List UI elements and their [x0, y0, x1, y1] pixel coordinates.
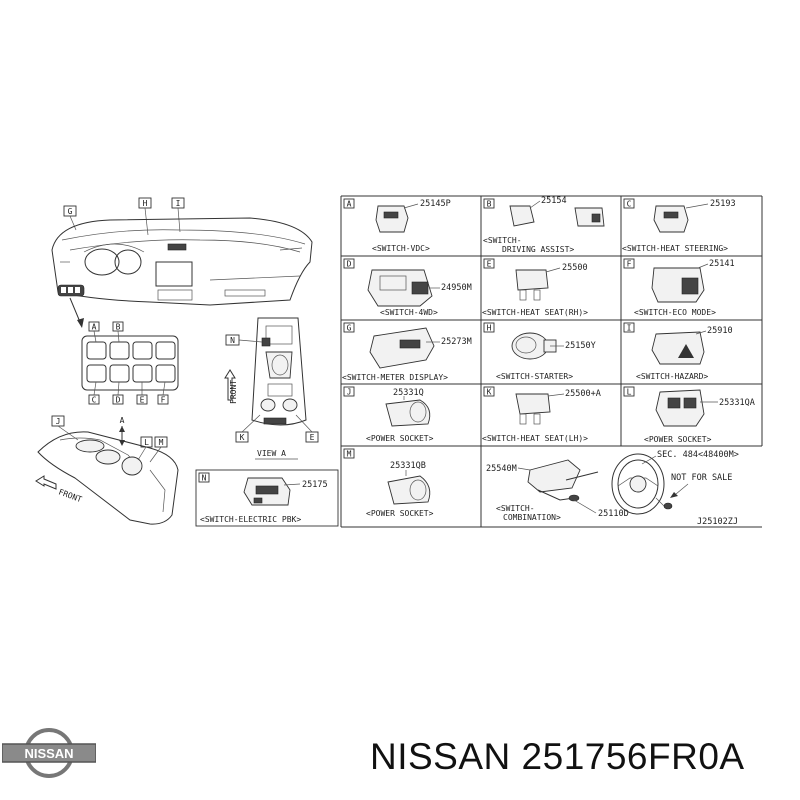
floor-console: J L M A FRONT — [35, 415, 179, 525]
svg-text:<SWITCH-HAZARD>: <SWITCH-HAZARD> — [636, 372, 708, 381]
parts-grid-lines — [340, 195, 763, 528]
svg-text:B: B — [487, 200, 492, 209]
cell-n: N 25175 <SWITCH-ELECTRIC PBK> — [195, 469, 339, 527]
svg-text:25154: 25154 — [541, 196, 567, 206]
cell-f: F 25141 <SWITCH-ECO MODE> — [623, 258, 735, 317]
svg-text:M: M — [347, 450, 352, 459]
svg-text:25175: 25175 — [302, 480, 328, 490]
svg-text:COMBINATION>: COMBINATION> — [503, 513, 561, 522]
svg-text:25500: 25500 — [562, 263, 588, 273]
svg-text:25193: 25193 — [710, 199, 736, 209]
svg-text:E: E — [487, 260, 492, 269]
cell-i: I 25910 <SWITCH-HAZARD> — [623, 322, 733, 381]
svg-text:25500+A: 25500+A — [565, 389, 601, 399]
svg-text:<SWITCH-METER DISPLAY>: <SWITCH-METER DISPLAY> — [342, 373, 448, 382]
cell-l: L 25331QA <POWER SOCKET> — [623, 386, 755, 444]
svg-text:<SWITCH-ECO MODE>: <SWITCH-ECO MODE> — [634, 308, 716, 317]
diagram-code: J25102ZJ — [697, 517, 738, 527]
svg-text:<POWER SOCKET>: <POWER SOCKET> — [644, 435, 712, 444]
svg-text:25331Q: 25331Q — [393, 388, 424, 398]
cell-a: A 25145P <SWITCH-VDC> — [343, 198, 451, 253]
cell-d: D 24950M <SWITCH-4WD> — [343, 258, 472, 317]
svg-text:H: H — [487, 324, 492, 333]
cell-b: B 25154 <SWITCH- DRIVING ASSIST> — [483, 196, 605, 254]
svg-text:D: D — [347, 260, 352, 269]
svg-text:J: J — [347, 388, 352, 397]
console-front-label: FRONT — [229, 380, 238, 404]
svg-text:G: G — [347, 324, 352, 333]
svg-text:I: I — [627, 324, 632, 333]
callout-n: N — [230, 336, 235, 345]
cell-combination: 25540M <SWITCH- COMBINATION> 25110D SEC.… — [486, 450, 739, 527]
svg-text:25910: 25910 — [707, 326, 733, 336]
panel-letter-d: D — [116, 396, 121, 405]
product-title: NISSAN 251756FR0A — [370, 736, 745, 777]
svg-text:<POWER SOCKET>: <POWER SOCKET> — [366, 434, 434, 443]
cell-e: E 25500 <SWITCH-HEAT SEAT(RH)> — [482, 258, 588, 317]
panel-letter-c: C — [92, 396, 97, 405]
svg-text:25141: 25141 — [709, 259, 735, 269]
cell-g: G 25273M <SWITCH-METER DISPLAY> — [342, 322, 472, 382]
svg-text:<SWITCH-VDC>: <SWITCH-VDC> — [372, 244, 430, 253]
svg-text:DRIVING ASSIST>: DRIVING ASSIST> — [502, 245, 574, 254]
svg-text:<SWITCH-: <SWITCH- — [496, 504, 535, 513]
svg-text:<SWITCH-: <SWITCH- — [483, 236, 522, 245]
view-a-label: VIEW A — [257, 449, 286, 458]
svg-text:<POWER SOCKET>: <POWER SOCKET> — [366, 509, 434, 518]
cell-k: K 25500+A <SWITCH-HEAT SEAT(LH)> — [482, 386, 601, 443]
switch-panel: A B C D E F — [81, 321, 179, 405]
cell-h: H 25150Y <SWITCH-STARTER> — [483, 322, 596, 381]
not-for-sale: NOT FOR SALE — [671, 473, 732, 483]
combination-part-left: 25540M — [486, 464, 517, 474]
floor-arrow-label: A — [120, 416, 125, 425]
callout-i: I — [176, 199, 181, 208]
svg-text:C: C — [627, 200, 632, 209]
panel-letter-b: B — [116, 323, 121, 332]
dashboard-overview: G H I — [51, 197, 313, 328]
callout-l: L — [144, 438, 149, 447]
svg-text:A: A — [347, 200, 352, 209]
svg-text:<SWITCH-ELECTRIC PBK>: <SWITCH-ELECTRIC PBK> — [200, 515, 301, 524]
nissan-logo: NISSAN — [2, 728, 96, 778]
svg-text:24950M: 24950M — [441, 283, 472, 293]
callout-g: G — [68, 207, 73, 216]
cell-c: C 25193 <SWITCH-HEAT STEERING> — [622, 198, 736, 253]
cell-j: J 25331Q <POWER SOCKET> — [343, 386, 434, 443]
callout-k: K — [240, 433, 245, 442]
svg-text:25331QB: 25331QB — [390, 461, 426, 471]
callout-e: E — [310, 433, 315, 442]
svg-text:25145P: 25145P — [420, 199, 451, 209]
svg-text:25331QA: 25331QA — [719, 398, 755, 408]
floor-front-label: FRONT — [57, 487, 83, 504]
cell-m: M 25331QB <POWER SOCKET> — [343, 448, 434, 518]
svg-text:F: F — [627, 260, 632, 269]
panel-letter-e: E — [140, 396, 145, 405]
callout-j: J — [56, 417, 61, 426]
svg-text:25273M: 25273M — [441, 337, 472, 347]
svg-text:<SWITCH-4WD>: <SWITCH-4WD> — [380, 308, 438, 317]
svg-text:L: L — [627, 388, 632, 397]
combination-part-right: 25110D — [598, 509, 629, 519]
svg-text:<SWITCH-HEAT STEERING>: <SWITCH-HEAT STEERING> — [622, 244, 728, 253]
combination-sec: SEC. 484<48400M> — [657, 450, 739, 460]
svg-text:<SWITCH-HEAT SEAT(RH)>: <SWITCH-HEAT SEAT(RH)> — [482, 308, 588, 317]
svg-text:<SWITCH-HEAT SEAT(LH)>: <SWITCH-HEAT SEAT(LH)> — [482, 434, 588, 443]
svg-text:N: N — [202, 474, 207, 483]
console-view-a: N K E FRONT VIEW A — [224, 317, 319, 460]
callout-h: H — [143, 199, 148, 208]
callout-m: M — [159, 438, 164, 447]
svg-text:K: K — [487, 388, 492, 397]
logo-text: NISSAN — [24, 746, 73, 761]
svg-text:<SWITCH-STARTER>: <SWITCH-STARTER> — [496, 372, 573, 381]
panel-letter-f: F — [161, 396, 166, 405]
svg-text:25150Y: 25150Y — [565, 341, 596, 351]
panel-letter-a: A — [92, 323, 97, 332]
